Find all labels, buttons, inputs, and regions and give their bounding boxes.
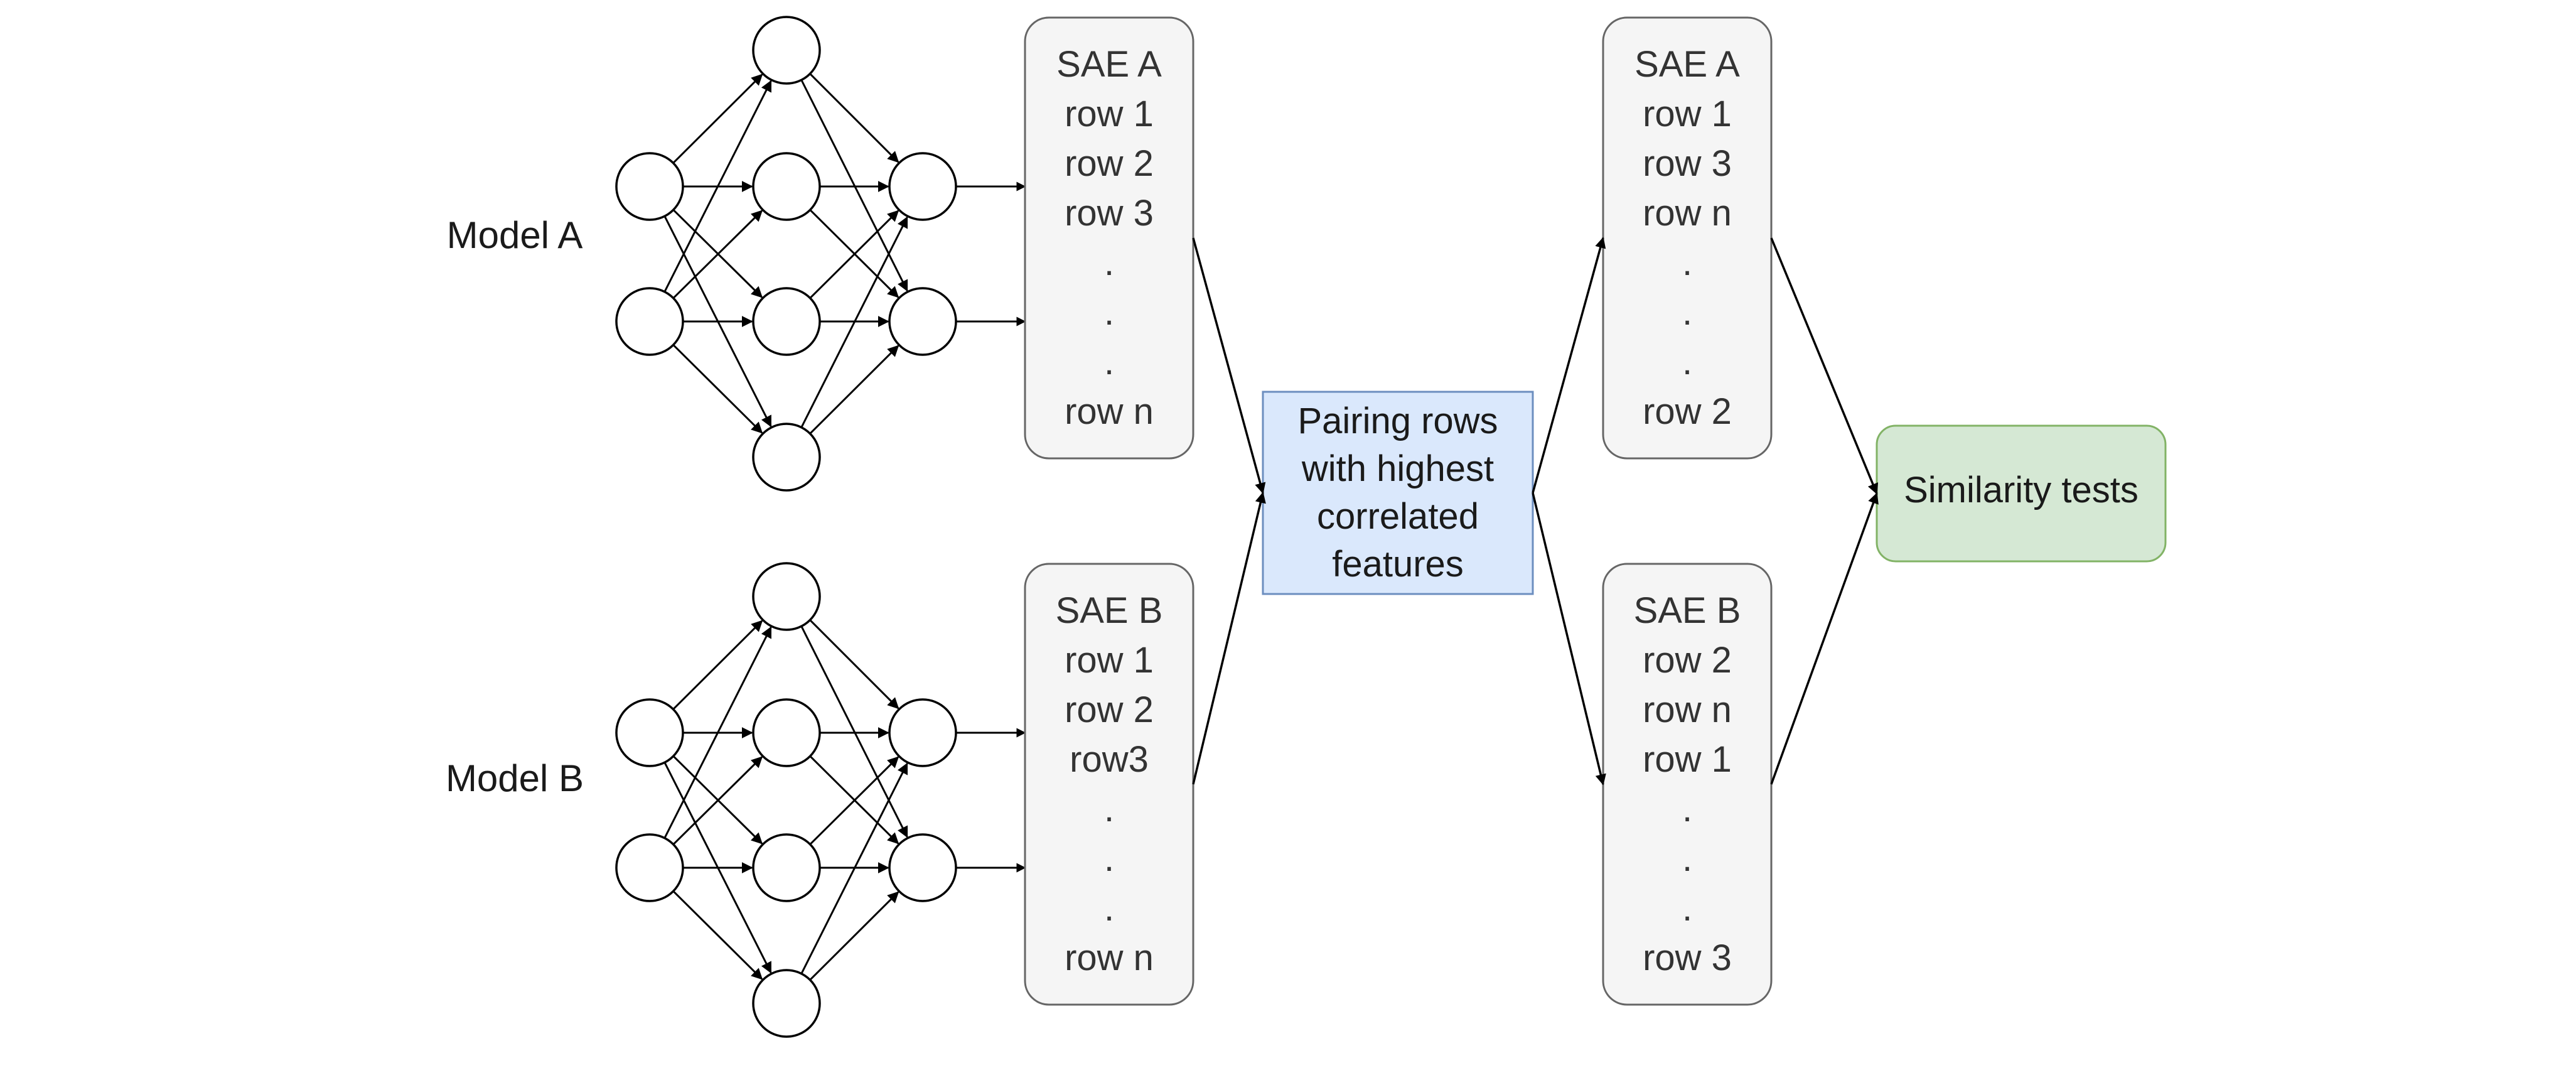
network-node [888, 152, 957, 221]
ellipsis-dot: . [1682, 242, 1692, 283]
sae-title: SAE A [1634, 44, 1740, 85]
sae-row-label: row 2 [1643, 391, 1732, 432]
ellipsis-dot: . [1682, 292, 1692, 333]
sae-a-box-left: SAE A row 1 row 2 row 3... row n [1024, 16, 1194, 460]
network-edge [800, 762, 908, 974]
sae-row-label: row 1 [1643, 94, 1732, 134]
sae-row-label: row 3 [1065, 193, 1154, 234]
network-edge [809, 73, 899, 163]
network-edge [672, 344, 763, 434]
sae-b-box-right: SAE B row 2 row n row 1... row 3 [1602, 563, 1773, 1006]
sae-row-label: row 1 [1643, 739, 1732, 780]
network-edge [663, 80, 772, 293]
similarity-label: Similarity tests [1904, 470, 2139, 510]
sae-row-label: row n [1065, 391, 1154, 432]
network-node [752, 423, 821, 492]
sae-row-label: row 3 [1643, 143, 1732, 184]
model-b-label: Model B [446, 757, 584, 799]
flow-connectors [1192, 237, 1879, 785]
model-b-nodes [615, 562, 957, 1038]
sae-a-left-text: SAE A row 1 row 2 row 3... row n [1056, 44, 1162, 432]
network-node [888, 287, 957, 356]
sae-row-label: row 1 [1065, 94, 1154, 134]
sae-b-left-text: SAE B row 1 row 2 row3... row n [1056, 590, 1163, 978]
model-b-network [615, 562, 1026, 1038]
network-node [615, 152, 684, 221]
network-edge [809, 619, 899, 710]
ellipsis-dot: . [1682, 838, 1692, 879]
network-edge [809, 891, 899, 981]
network-node [888, 698, 957, 767]
ellipsis-dot: . [1104, 888, 1114, 929]
network-edge [800, 625, 908, 838]
pairing-line: features [1332, 544, 1464, 585]
sae-row-label: row 2 [1065, 143, 1154, 184]
connector-pairing-to-sae-a [1532, 237, 1606, 494]
sae-a-right-text: SAE A row 1 row 3 row n... row 2 [1634, 44, 1740, 432]
ellipsis-dot: . [1682, 888, 1692, 929]
connector-sae-a-to-pairing [1192, 237, 1266, 494]
network-edge [809, 210, 899, 299]
connector-sae-a-to-similarity [1770, 237, 1879, 495]
network-edge [672, 756, 763, 845]
ellipsis-dot: . [1104, 242, 1114, 283]
network-node [615, 833, 684, 902]
sae-b-box-left: SAE B row 1 row 2 row3... row n [1024, 563, 1194, 1006]
pairing-line: Pairing rows [1297, 401, 1498, 441]
connector-pairing-to-sae-b [1532, 492, 1606, 785]
sae-title: SAE A [1056, 44, 1162, 85]
sae-row-label: row 2 [1643, 640, 1732, 681]
sae-title: SAE B [1634, 590, 1741, 631]
connector-sae-b-to-similarity [1770, 492, 1879, 785]
network-edge [663, 626, 772, 839]
model-a-nodes [615, 16, 957, 492]
ellipsis-dot: . [1104, 292, 1114, 333]
network-edge [809, 756, 899, 845]
network-edge [672, 210, 763, 299]
sae-row-label: row 3 [1643, 937, 1732, 978]
sae-row-label: row n [1065, 937, 1154, 978]
network-edge [672, 890, 763, 980]
network-node [752, 698, 821, 767]
sae-row-label: row n [1643, 193, 1732, 234]
model-a-edges [663, 73, 1026, 435]
ellipsis-dot: . [1682, 342, 1692, 382]
model-a-network [615, 16, 1026, 492]
sae-title: SAE B [1056, 590, 1163, 631]
network-edge [672, 620, 763, 710]
sae-row-label: row 2 [1065, 689, 1154, 730]
pairing-line: correlated [1317, 496, 1479, 537]
sae-row-label: row3 [1070, 739, 1149, 780]
sae-row-label: row n [1643, 689, 1732, 730]
network-edge [809, 345, 899, 435]
network-edge [672, 73, 763, 164]
pairing-box: Pairing rows with highest correlated featur… [1262, 391, 1534, 595]
network-node [888, 833, 957, 902]
model-b-edges [663, 619, 1026, 981]
network-edge [800, 216, 908, 428]
network-edge [800, 79, 908, 292]
network-node [752, 16, 821, 85]
sae-a-box-right: SAE A row 1 row 3 row n... row 2 [1602, 16, 1773, 460]
similarity-box: Similarity tests [1876, 424, 2167, 563]
network-node [752, 562, 821, 631]
model-a-label: Model A [447, 214, 583, 256]
ellipsis-dot: . [1104, 789, 1114, 829]
network-node [615, 698, 684, 767]
sae-row-label: row 1 [1065, 640, 1154, 681]
network-node [752, 152, 821, 221]
network-node [752, 833, 821, 902]
network-node [615, 287, 684, 356]
pairing-text: Pairing rows with highest correlated featur… [1297, 401, 1498, 585]
connector-sae-b-to-pairing [1192, 492, 1266, 785]
sae-b-right-text: SAE B row 2 row n row 1... row 3 [1634, 590, 1741, 978]
network-node [752, 287, 821, 356]
network-node [752, 969, 821, 1038]
ellipsis-dot: . [1682, 789, 1692, 829]
pairing-line: with highest [1301, 448, 1494, 489]
ellipsis-dot: . [1104, 342, 1114, 382]
ellipsis-dot: . [1104, 838, 1114, 879]
